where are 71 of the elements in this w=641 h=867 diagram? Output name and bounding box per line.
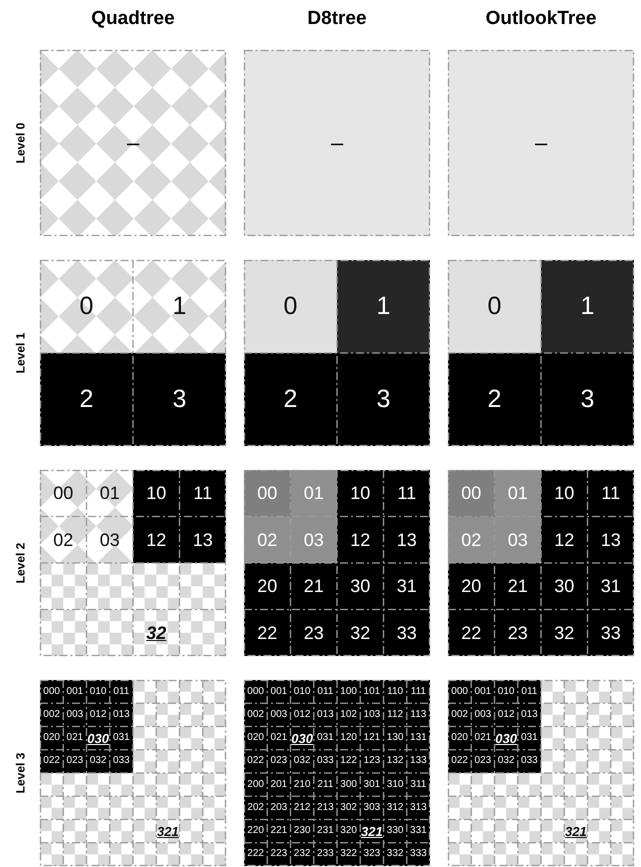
grid-tile: 00 bbox=[244, 470, 290, 516]
row-label: Level 2 bbox=[12, 542, 27, 584]
grid-panel bbox=[244, 260, 430, 446]
grid-tile: 01 bbox=[290, 470, 337, 516]
grid-tile: 1 bbox=[337, 260, 430, 353]
grid-tile: 3 bbox=[133, 353, 226, 446]
grid-tile: 030 bbox=[86, 726, 110, 750]
tile-code: 321 bbox=[564, 820, 588, 843]
grid-tile: 00 bbox=[448, 470, 494, 516]
row-label: Level 1 bbox=[12, 332, 27, 374]
grid-panel bbox=[448, 260, 634, 446]
dash-label: – bbox=[331, 132, 344, 154]
tile-code: 00 bbox=[40, 470, 86, 516]
grid-tile: 13 bbox=[180, 516, 226, 563]
grid-tile: 02 bbox=[448, 516, 494, 563]
column-heading: OutlookTree bbox=[484, 8, 598, 30]
grid-tile: 02 bbox=[244, 516, 290, 563]
grid-tile: 003 bbox=[471, 703, 494, 726]
column-heading: Quadtree bbox=[90, 8, 176, 30]
grid-tile: 022 bbox=[40, 750, 64, 773]
grid-tile: 010 bbox=[86, 680, 110, 704]
grid-tile: 000 bbox=[448, 680, 472, 704]
grid-tile: 000 bbox=[40, 680, 64, 704]
grid-tile: 11 bbox=[180, 470, 226, 516]
grid-tile: 03 bbox=[290, 516, 337, 563]
grid-tile: 12 bbox=[133, 516, 180, 563]
grid-tile: 1 bbox=[541, 260, 634, 353]
dash-label: – bbox=[127, 132, 140, 154]
grid-tile: 10 bbox=[133, 470, 180, 516]
grid-tile: 020 bbox=[40, 726, 64, 750]
grid-tile: 030 bbox=[494, 726, 518, 750]
grid-tile: 022 bbox=[448, 750, 472, 773]
grid-tile: 003 bbox=[63, 703, 86, 726]
grid-panel bbox=[244, 50, 430, 236]
grid-tile: 010 bbox=[494, 680, 518, 704]
grid-panel bbox=[244, 470, 430, 656]
grid-tile: 001 bbox=[63, 680, 86, 704]
dash-label: – bbox=[535, 132, 548, 154]
grid-panel bbox=[244, 680, 430, 866]
grid-tile: 0 bbox=[448, 260, 541, 353]
grid-panel bbox=[40, 680, 226, 866]
row-label: Level 0 bbox=[12, 122, 27, 164]
grid-tile: 002 bbox=[448, 703, 472, 726]
tile-code: 03 bbox=[86, 516, 133, 563]
grid-tile: 012 bbox=[494, 703, 518, 726]
column-heading: D8tree bbox=[306, 8, 368, 30]
grid-panel bbox=[40, 50, 226, 236]
grid-tile: 001 bbox=[471, 680, 494, 704]
tile-code: 1 bbox=[133, 260, 226, 353]
grid-panel bbox=[448, 50, 634, 236]
grid-panel bbox=[40, 470, 226, 656]
grid-panel bbox=[448, 470, 634, 656]
grid-tile: 011 bbox=[518, 680, 541, 704]
tile-code: 02 bbox=[40, 516, 86, 563]
tile-code: 32 bbox=[133, 610, 180, 656]
grid-panel bbox=[40, 260, 226, 446]
grid-tile: 011 bbox=[110, 680, 133, 704]
grid-tile: 021 bbox=[471, 726, 494, 750]
grid-panel bbox=[448, 680, 634, 866]
grid-tile: 0 bbox=[244, 260, 337, 353]
grid-tile: 021 bbox=[63, 726, 86, 750]
grid-tile: 012 bbox=[86, 703, 110, 726]
grid-tile: 03 bbox=[494, 516, 541, 563]
grid-tile: 01 bbox=[494, 470, 541, 516]
grid-tile: 020 bbox=[448, 726, 472, 750]
row-label: Level 3 bbox=[12, 752, 27, 794]
tile-code: 0 bbox=[40, 260, 133, 353]
tile-code: 321 bbox=[156, 820, 180, 843]
grid-tile: 002 bbox=[40, 703, 64, 726]
tile-code: 01 bbox=[86, 470, 133, 516]
grid-tile: 2 bbox=[40, 353, 133, 446]
